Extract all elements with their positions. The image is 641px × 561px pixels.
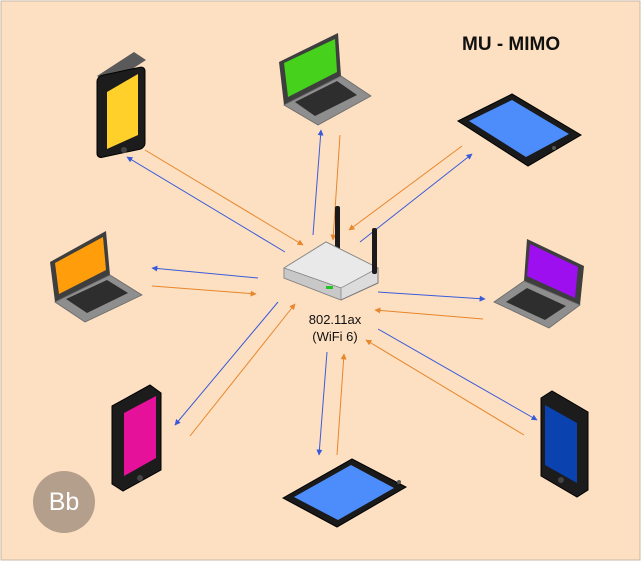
phone-screen: [107, 74, 138, 149]
downlink-arrow-tablet-bottom: [316, 351, 328, 456]
phone-bottom-left: [111, 384, 162, 492]
uplink-arrow-tablet-top-right: [348, 145, 463, 231]
phone-top-left: [96, 52, 146, 158]
phone-screen: [545, 405, 577, 483]
uplink-arrow-laptop-right: [374, 307, 484, 320]
tablet-top-right: [456, 93, 582, 167]
link-arrows: [126, 129, 538, 456]
diagram-title: MU - MIMO: [462, 34, 561, 55]
brand-badge: Bb: [33, 471, 95, 533]
router-standard: 802.11ax: [308, 312, 362, 327]
router-antenna-left: [335, 206, 340, 250]
downlink-arrow-laptop-top: [312, 129, 324, 236]
uplink-arrow-laptop-left: [151, 285, 257, 297]
laptop-top: [279, 33, 372, 126]
uplink-arrow-tablet-bottom: [336, 353, 347, 456]
uplink-arrow-laptop-top: [330, 134, 341, 241]
uplink-arrow-phone-bottom-right: [365, 339, 525, 436]
uplink-arrow-phone-top-left: [144, 149, 304, 246]
laptop-screen: [55, 237, 106, 294]
tablet-screen: [469, 100, 569, 157]
downlink-arrow-phone-top-left: [126, 156, 286, 253]
tablet-bottom: [281, 458, 408, 528]
laptop-screen: [527, 244, 578, 298]
laptop-right: [493, 239, 584, 329]
downlink-arrow-laptop-right: [377, 291, 486, 302]
tablet-screen: [294, 465, 394, 520]
downlink-arrow-phone-bottom-right: [377, 328, 538, 421]
laptop-screen: [284, 39, 337, 97]
uplink-arrow-phone-bottom-left: [189, 303, 296, 437]
wifi-router: [283, 206, 379, 301]
laptop-left: [50, 231, 143, 323]
downlink-arrow-laptop-left: [151, 265, 259, 279]
router-generation: (WiFi 6): [312, 329, 358, 344]
router-antenna-right: [372, 228, 377, 274]
router-label: 802.11ax (WiFi 6): [290, 311, 380, 345]
phone-screen: [124, 396, 156, 476]
router-led: [326, 286, 333, 289]
router-front: [283, 267, 342, 301]
downlink-arrow-phone-bottom-left: [174, 301, 279, 426]
downlink-arrow-tablet-top-right: [359, 153, 473, 243]
phone-bottom-right: [540, 390, 589, 498]
